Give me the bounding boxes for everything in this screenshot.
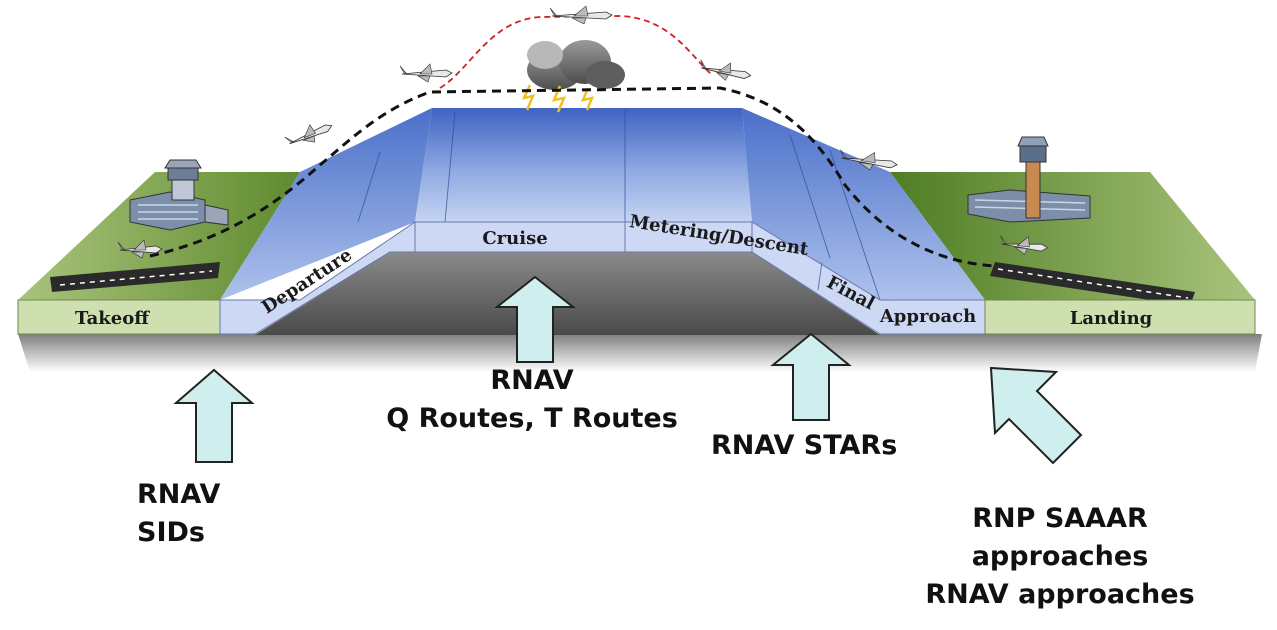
descent-slope	[742, 108, 985, 300]
note-rnav-sids: RNAV SIDs	[137, 476, 220, 552]
note-rnav-stars: RNAV STARs	[711, 427, 897, 465]
grass-left	[18, 172, 300, 300]
airplane-icon	[549, 5, 613, 25]
note-line: Q Routes, T Routes	[386, 403, 678, 434]
arrow-sids	[173, 368, 255, 463]
storm-cloud-icon	[527, 40, 625, 90]
road-surface	[255, 252, 880, 335]
note-line: SIDs	[137, 517, 205, 548]
note-line: RNAV STARs	[711, 430, 898, 461]
control-tower-icon	[164, 159, 202, 201]
airplane-icon	[700, 59, 752, 81]
arrow-approaches	[989, 366, 1083, 465]
plateau-lines	[357, 110, 881, 301]
runway-left	[50, 262, 220, 292]
terminal-building-icon	[129, 191, 229, 231]
airplane-icon	[840, 149, 898, 171]
arrow-routes	[494, 275, 576, 363]
note-rnav-routes: RNAV Q Routes, T Routes	[372, 362, 692, 438]
airplane-icon	[117, 239, 163, 259]
airplane-icon	[1000, 235, 1049, 255]
departure-face	[219, 221, 416, 335]
runway-right	[990, 262, 1195, 306]
control-tower-icon	[1017, 136, 1049, 219]
airplane-icon	[284, 124, 333, 145]
label-cruise: Cruise	[482, 228, 547, 249]
airspace-plateau	[415, 108, 752, 222]
face-dividers	[624, 222, 823, 291]
note-line: RNAV approaches	[925, 579, 1195, 610]
airplane-icon	[399, 63, 453, 83]
label-takeoff: Takeoff	[75, 308, 150, 329]
flight-path	[149, 86, 996, 268]
label-landing: Landing	[1070, 308, 1153, 329]
note-approaches: RNP SAAAR approaches RNAV approaches	[905, 500, 1215, 614]
note-line: RNAV	[137, 479, 221, 510]
arrow-stars	[770, 332, 852, 421]
runway-right-marks	[997, 268, 1189, 299]
note-line: RNAV	[490, 365, 574, 396]
label-approach: Approach	[879, 306, 976, 327]
note-line: RNP SAAAR	[972, 503, 1148, 534]
note-line: approaches	[971, 541, 1149, 572]
landing-face	[984, 299, 1256, 335]
slab-shadow	[18, 334, 1262, 372]
